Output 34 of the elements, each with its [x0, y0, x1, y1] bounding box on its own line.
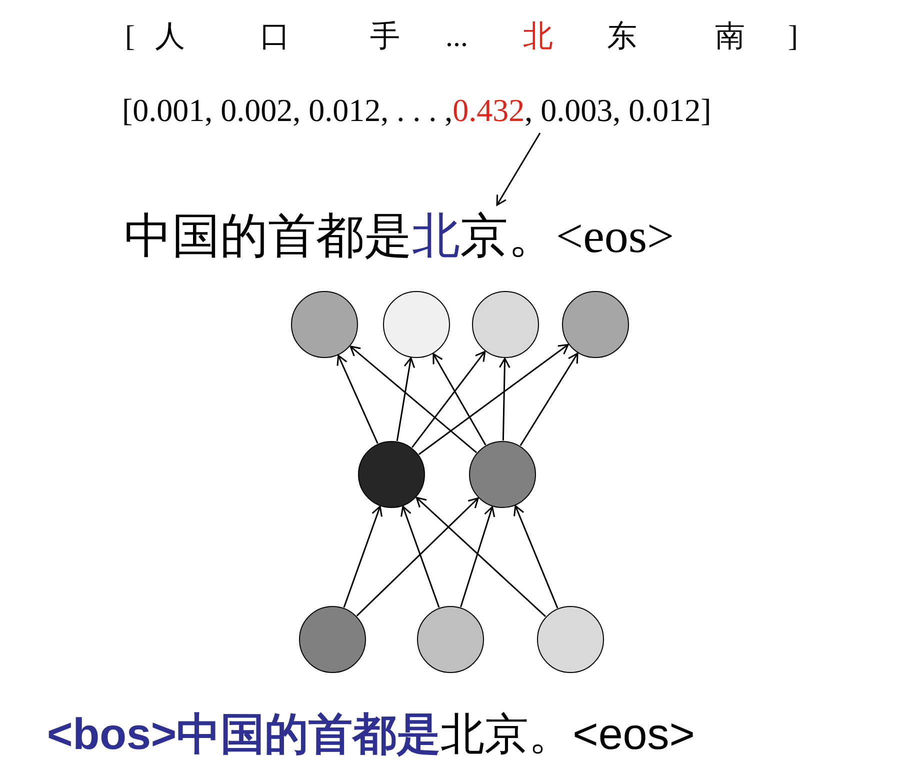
vocabulary-word: 北 [523, 22, 553, 52]
vocabulary-word: 南 [715, 22, 745, 52]
vocabulary-word: 人 [155, 22, 185, 52]
probability-vector: [0.001, 0.002, 0.012, . . . , [122, 92, 453, 128]
predicted-word: 北 [412, 210, 460, 263]
arrow [411, 350, 486, 448]
arrow [416, 496, 546, 617]
arrow [400, 506, 440, 608]
arrow [418, 344, 569, 455]
neuron-circle [469, 441, 536, 508]
arrow [396, 357, 416, 442]
arrow [343, 506, 382, 608]
output-sentence: 中国的首都是 [124, 210, 412, 263]
neuron-circle [358, 441, 425, 508]
probability-vector: , 0.003, 0.012] [524, 92, 712, 128]
arrow [350, 346, 477, 454]
vocabulary-word: ... [446, 22, 468, 52]
probability-value: 0.432 [452, 92, 525, 128]
bracket: ] [788, 22, 798, 52]
arrow [432, 353, 486, 446]
bracket: [ [125, 22, 135, 52]
arrow [514, 505, 558, 608]
arrow [336, 354, 378, 444]
arrow [356, 497, 479, 616]
vocabulary-word: 口 [260, 22, 290, 52]
target-word: 北京。<eos> [440, 710, 695, 759]
output-sentence: 京。<eos> [460, 210, 674, 263]
arrow [460, 506, 496, 608]
arrow [498, 358, 510, 441]
arrow [496, 132, 541, 206]
vocabulary-word: 东 [607, 22, 637, 52]
input-sentence: <bos>中国的首都是 [47, 710, 441, 759]
arrow [520, 352, 578, 446]
vocabulary-word: 手 [370, 22, 400, 52]
